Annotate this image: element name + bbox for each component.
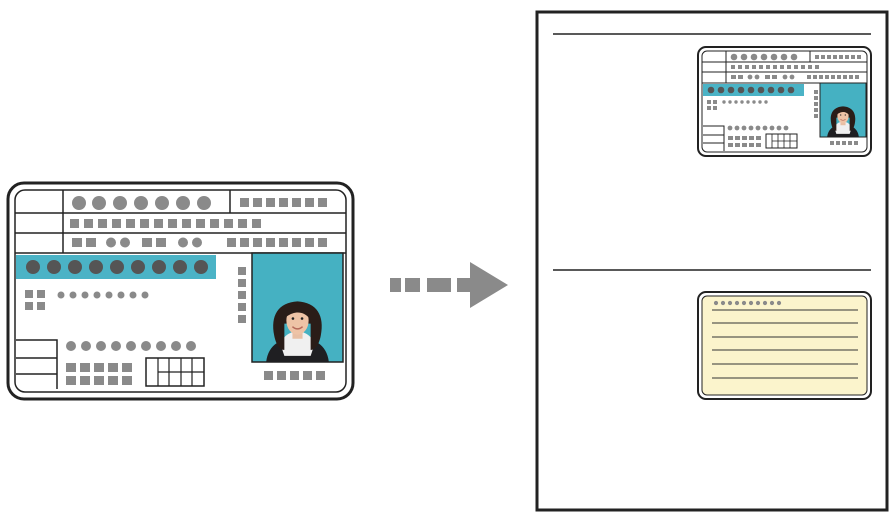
id-card-back-small [697, 291, 872, 400]
portrait-photo [251, 252, 344, 363]
arrow-right-icon [390, 262, 508, 308]
id-card-front-small [697, 46, 872, 157]
portrait-photo-small [819, 82, 867, 138]
id-card-front-large [6, 181, 355, 401]
paper-sheet [535, 10, 889, 512]
